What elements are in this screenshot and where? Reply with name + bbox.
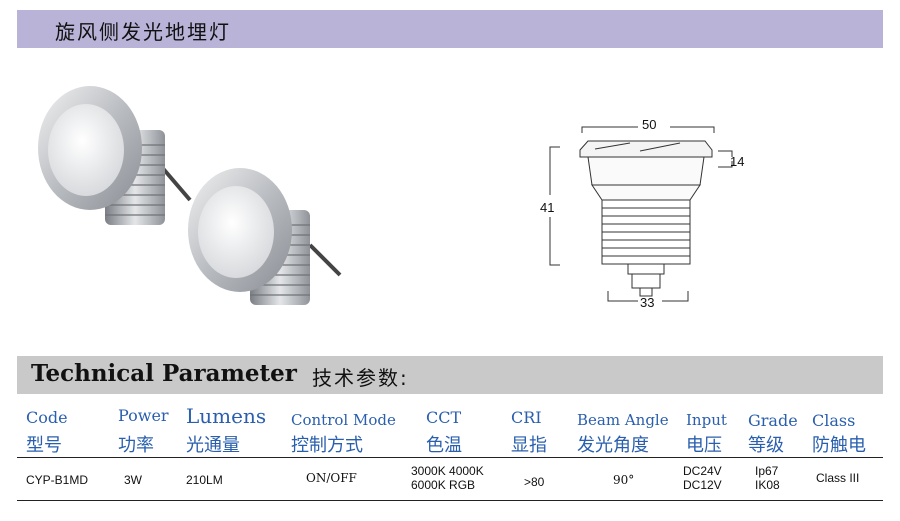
header-cct-cn: 色温 [426, 435, 462, 456]
cell-class: Class III [816, 471, 860, 485]
header-class-cn: 防触电 [812, 435, 866, 456]
header-cct-en: CCT [426, 408, 462, 427]
header-cri-en: CRI [511, 408, 542, 427]
cell-grade-line1: Ip67 [755, 464, 779, 478]
header-code-cn: 型号 [26, 435, 62, 456]
header-grade-cn: 等级 [748, 435, 784, 456]
cell-cri: >80 [524, 475, 545, 489]
header-power-cn: 功率 [118, 435, 154, 456]
header-class-en: Class [812, 411, 856, 430]
header-cri-cn: 显指 [511, 435, 547, 456]
cell-control: ON/OFF [306, 471, 357, 485]
header-code-en: Code [26, 408, 68, 427]
header-control-en: Control Mode [291, 411, 396, 429]
dim-height-total: 41 [540, 200, 555, 215]
product-image [38, 86, 342, 305]
section-subtitle: 技术参数: [312, 366, 409, 390]
cell-cct-line2: 6000K RGB [411, 478, 476, 492]
light-fixture-1 [38, 86, 192, 225]
header-lumens-en: Lumens [186, 404, 267, 428]
dim-width-top: 50 [642, 117, 657, 132]
header-control-cn: 控制方式 [291, 435, 363, 456]
header-beam-cn: 发光角度 [577, 435, 649, 456]
page-title: 旋风侧发光地埋灯 [55, 20, 231, 44]
header-input-en: Input [686, 411, 727, 429]
header-lumens-cn: 光通量 [186, 435, 240, 456]
light-fixture-2 [188, 168, 342, 305]
cell-input-line2: DC12V [683, 478, 722, 492]
cell-code: CYP-B1MD [26, 473, 89, 487]
table-bottom-rule [17, 500, 883, 501]
cell-input-line1: DC24V [683, 464, 722, 478]
section-bar: Technical Parameter 技术参数: [17, 356, 883, 394]
dim-width-bottom: 33 [640, 295, 655, 310]
table-top-rule [17, 457, 883, 458]
header-beam-en: Beam Angle [577, 411, 669, 429]
cell-power: 3W [124, 473, 142, 487]
title-bar: 旋风侧发光地埋灯 [17, 10, 883, 48]
header-power-en: Power [118, 406, 169, 425]
cell-lumens: 210LM [186, 473, 223, 487]
dimension-drawing [549, 126, 733, 302]
section-title: Technical Parameter [31, 360, 297, 387]
header-input-cn: 电压 [686, 435, 722, 456]
cell-cct-line1: 3000K 4000K [411, 464, 484, 478]
header-grade-en: Grade [748, 411, 798, 430]
cell-grade-line2: IK08 [755, 478, 780, 492]
cell-beam: 90° [613, 473, 635, 487]
dim-height-top: 14 [730, 154, 745, 169]
